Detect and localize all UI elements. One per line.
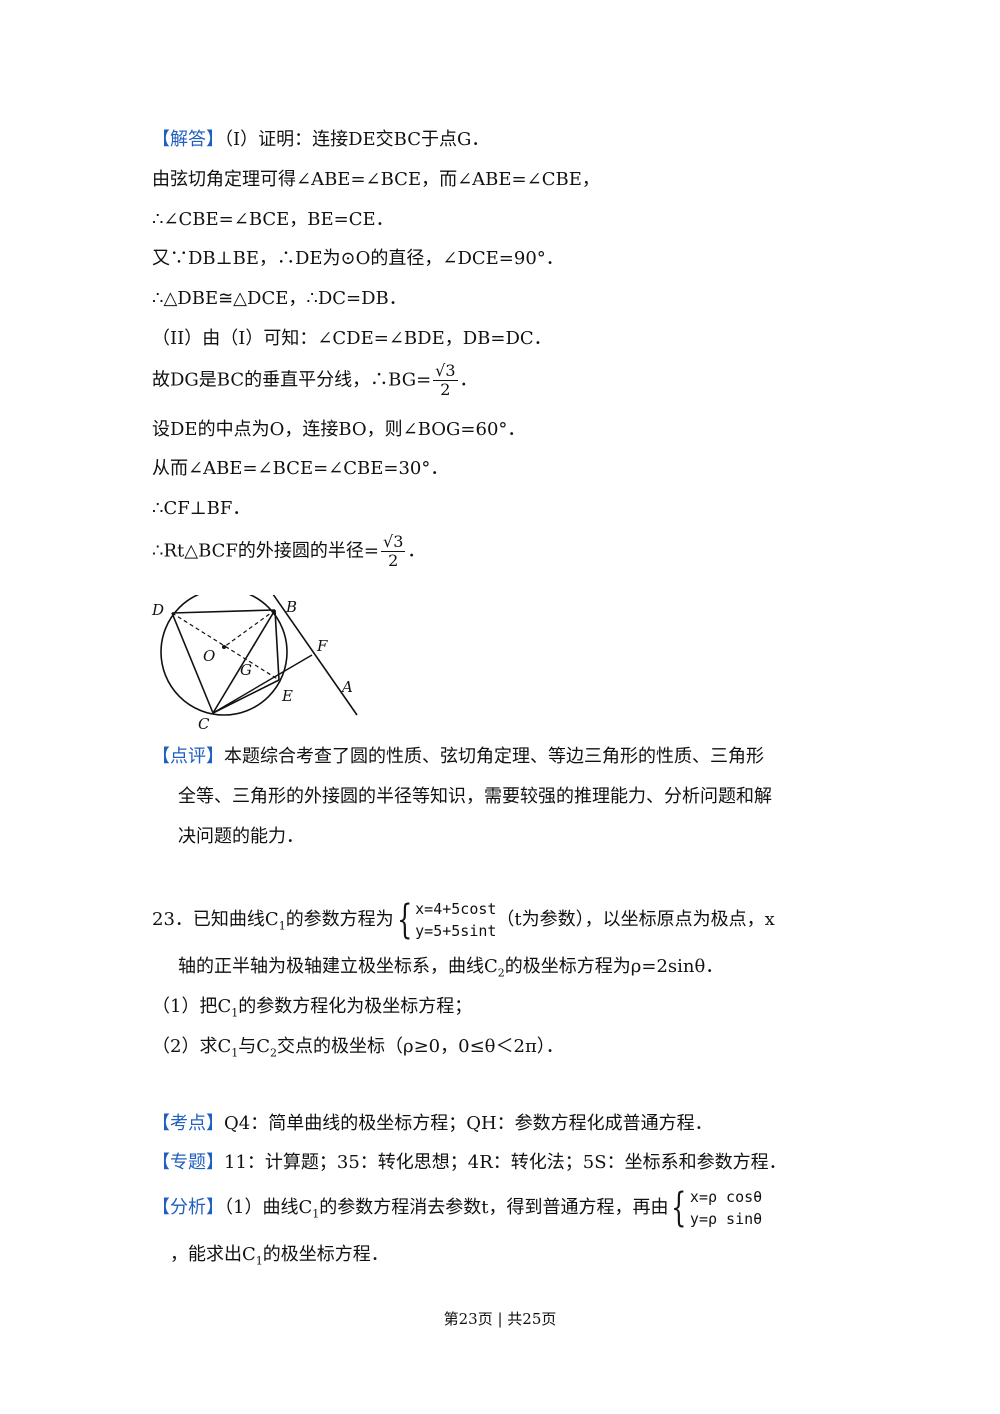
label-b: B	[285, 598, 297, 616]
answer-line-9: 从而∠ABE=∠BCE=∠CBE=30°．	[152, 458, 449, 479]
answer-line-8: 设DE的中点为O，连接BO，则∠BOG=60°．	[152, 419, 526, 440]
fenxi-line-2: ，能求出C1的极坐标方程．	[170, 1244, 389, 1268]
segment-bo	[223, 609, 276, 648]
segment-cf	[212, 654, 313, 714]
kaodian-tag: 【考点】	[152, 1113, 224, 1134]
segment-ce	[212, 679, 280, 714]
brace: {	[671, 1185, 687, 1231]
comment-line-2: 全等、三角形的外接圆的半径等知识，需要较强的推理能力、分析问题和解	[178, 786, 772, 807]
q23-line-4: （2）求C1与C2交点的极坐标（ρ≥0，0≤θ＜2π）．	[152, 1036, 564, 1060]
segment-bc	[212, 609, 276, 714]
segment-be	[274, 609, 280, 681]
zhuanti-line: 【专题】11：计算题；35：转化思想；4R：转化法；5S：坐标系和参数方程．	[152, 1152, 787, 1173]
segment-db	[171, 609, 276, 614]
zhuanti-tag: 【专题】	[152, 1152, 224, 1173]
answer-line-3: ∴∠CBE=∠BCE，BE=CE．	[152, 209, 394, 230]
label-g: G	[240, 661, 252, 679]
circle-o	[160, 595, 288, 716]
segment-dc	[171, 612, 214, 714]
page-footer: 第23页 | 共25页	[443, 1310, 557, 1328]
label-a: A	[340, 678, 353, 696]
kaodian-line: 【考点】Q4：简单曲线的极坐标方程；QH：参数方程化成普通方程．	[152, 1113, 713, 1134]
fenxi-tag: 【分析】	[152, 1197, 224, 1218]
label-e: E	[281, 687, 293, 705]
q23-line-2: 轴的正半轴为极轴建立极坐标系，曲线C2的极坐标方程为ρ=2sinθ．	[178, 956, 724, 980]
answer-line-5: ∴△DBE≅△DCE，∴DC=DB．	[152, 288, 407, 309]
label-c: C	[198, 715, 210, 733]
brace: {	[396, 897, 413, 943]
answer-line-10: ∴CF⊥BF．	[152, 498, 251, 519]
label-f: F	[316, 637, 328, 655]
answer-line-2: 由弦切角定理可得∠ABE=∠BCE，而∠ABE=∠CBE，	[152, 169, 600, 190]
fenxi-line-1: 【分析】（1）曲线C1的参数方程消去参数t，得到普通方程，再由{x=ρ cosθ…	[152, 1185, 763, 1231]
q23-line-3: （1）把C1的参数方程化为极坐标方程；	[152, 996, 473, 1020]
answer-line-1: 【解答】（I）证明：连接DE交BC于点G．	[152, 129, 490, 150]
answer-line-4: 又∵DB⊥BE，∴DE为⊙O的直径，∠DCE=90°．	[152, 248, 564, 269]
comment-tag: 【点评】	[152, 746, 224, 767]
tangent-line	[272, 595, 358, 716]
center-point	[222, 645, 226, 649]
answer-line-6: （II）由（I）可知：∠CDE=∠BDE，DB=DC．	[152, 328, 552, 349]
geometry-figure: D B O G F A E C	[151, 595, 358, 733]
comment-line-3: 决问题的能力．	[178, 826, 304, 847]
label-o: O	[203, 647, 215, 665]
label-d: D	[151, 601, 164, 619]
comment-line-1: 【点评】本题综合考查了圆的性质、弦切角定理、等边三角形的性质、三角形	[152, 746, 764, 767]
answer-tag: 【解答】	[152, 129, 224, 150]
